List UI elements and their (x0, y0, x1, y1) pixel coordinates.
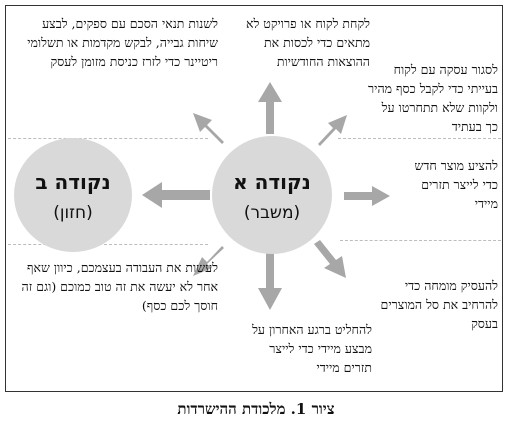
note-bottom-left: לעשות את העבודה בעצמכם, כיוון שאף אחר לא… (21, 260, 218, 313)
arrow-up (258, 82, 282, 134)
point-b-label: נקודה ב (חזון) (14, 170, 132, 224)
note-bottom-right: להעסיק מומחה כדי להרחיב את סל המוצרים בע… (380, 278, 498, 331)
arrow-up-left (193, 113, 224, 144)
lower-left-divider (8, 244, 208, 245)
upper-right-divider (338, 138, 501, 139)
arrow-down-right (314, 240, 346, 278)
note-top-center: לקחת לקוח או פרויקט לא מתאים כדי לכסות א… (245, 16, 370, 69)
upper-left-divider (8, 138, 208, 139)
point-b-subtitle: (חזון) (53, 203, 93, 223)
arrow-left (142, 182, 210, 208)
note-mid-right: להציע מוצר חדש כדי לייצר תזרים מיידי (414, 158, 498, 211)
arrow-down-left (193, 246, 224, 276)
point-b-circle (14, 138, 132, 252)
arrow-right (344, 186, 390, 206)
note-top-right: לסגור עסקה עם לקוח בעייתי כדי לקבל כסף מ… (368, 62, 498, 134)
arrow-down (258, 250, 282, 310)
arrow-up-right (318, 115, 347, 146)
figure-caption: ציור 1. מלכודת ההישרדות (177, 400, 335, 418)
diagram-frame (5, 5, 503, 392)
point-a-label: נקודה א (משבר) (212, 170, 332, 224)
note-top-left: לשנות תנאי הסכם עם ספקים, לבצע שיחות גבי… (27, 16, 218, 69)
lower-right-divider (340, 240, 501, 241)
point-b-title: נקודה ב (35, 170, 111, 194)
point-a-subtitle: (משבר) (243, 203, 301, 223)
point-a-title: נקודה א (233, 170, 311, 194)
point-a-circle (212, 136, 332, 254)
note-bottom-center: להחליט ברגע האחרון על מבצע מיידי כדי ליי… (252, 322, 372, 375)
